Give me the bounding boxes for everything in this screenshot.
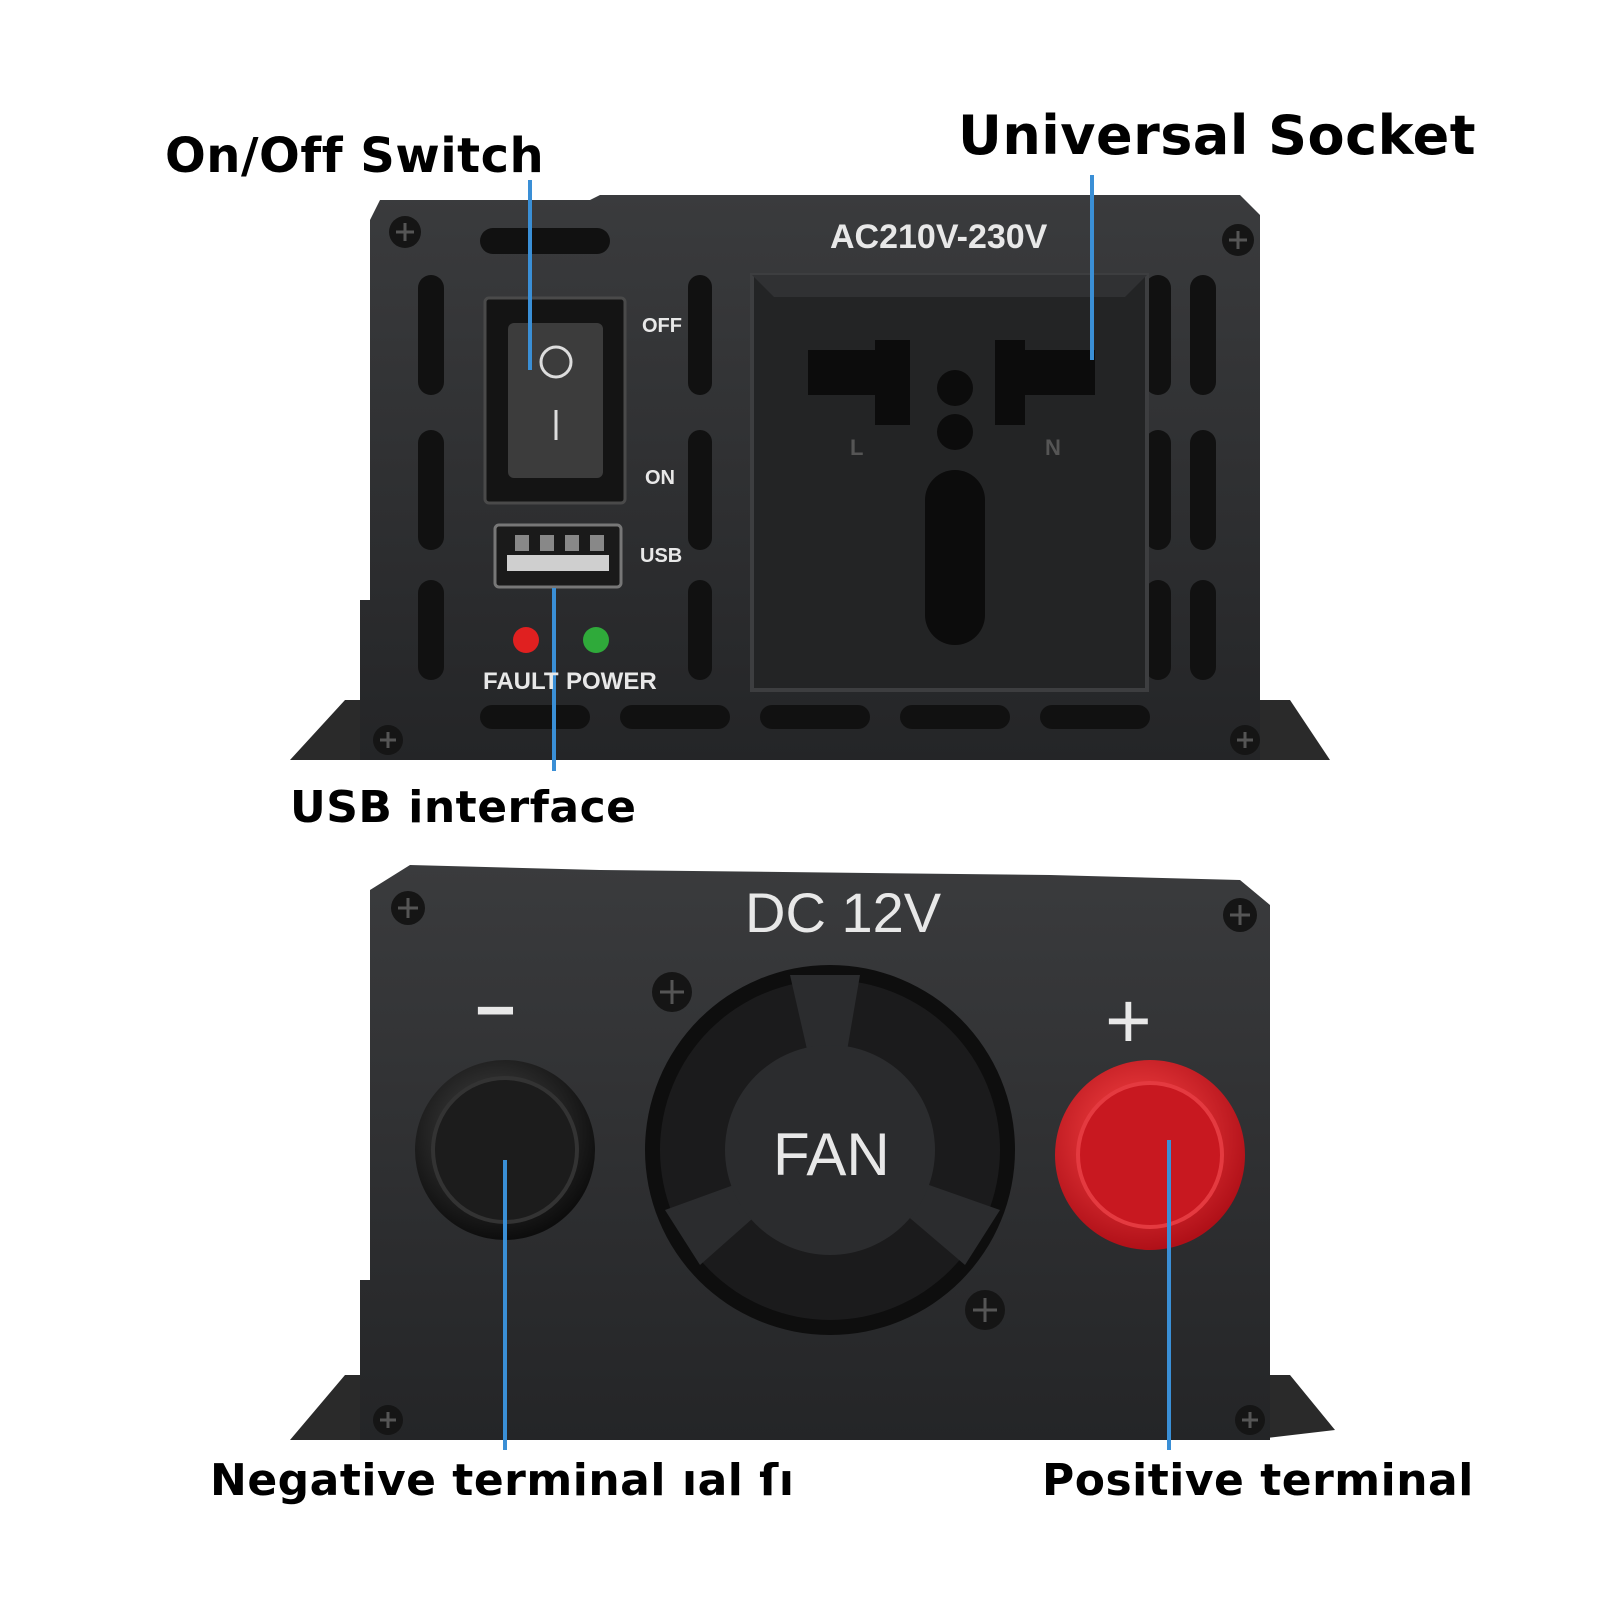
screw-icon	[652, 972, 692, 1012]
ac-voltage-label: AC210V-230V	[830, 218, 1048, 256]
vent-slot	[418, 275, 444, 395]
usb-port[interactable]	[493, 523, 623, 589]
dc-voltage-label: DC 12V	[745, 881, 942, 944]
vent-slot	[1190, 580, 1216, 680]
vent-slot	[688, 275, 712, 395]
universal-socket-caption: Universal Socket	[958, 104, 1477, 167]
rear-right-foot	[1250, 1375, 1335, 1440]
vent-slot	[480, 228, 610, 254]
leader-line	[552, 588, 556, 771]
vent-slot	[1040, 705, 1150, 729]
socket-pin-l-label: L	[850, 435, 864, 460]
positive-terminal-caption: Positive terminal	[1042, 1455, 1474, 1506]
minus-sign: −	[475, 971, 516, 1049]
leader-line	[503, 1160, 507, 1450]
vent-slot	[480, 705, 590, 729]
rocker-switch[interactable]	[483, 296, 627, 505]
screw-icon	[373, 1405, 403, 1435]
universal-socket	[750, 273, 1149, 692]
usb-label: USB	[640, 545, 683, 567]
vent-slot	[760, 705, 870, 729]
power-label: POWER	[566, 668, 657, 695]
usb-interface-caption: USB interface	[290, 782, 637, 833]
screw-icon	[1223, 898, 1257, 932]
negative-terminal[interactable]	[415, 1060, 595, 1240]
screw-icon	[391, 891, 425, 925]
front-panel	[290, 195, 1330, 760]
screw-icon	[1222, 224, 1254, 256]
vent-slot	[1190, 275, 1216, 395]
vent-slot	[1145, 430, 1171, 550]
switch-on-label: ON	[645, 467, 675, 489]
leader-line	[1090, 175, 1094, 360]
vent-slot	[688, 430, 712, 550]
power-led	[583, 627, 609, 653]
vent-slot	[418, 580, 444, 680]
vent-slot	[418, 430, 444, 550]
positive-terminal[interactable]	[1055, 1060, 1245, 1250]
front-right-foot	[1250, 700, 1330, 760]
screw-icon	[1235, 1405, 1265, 1435]
fault-label: FAULT	[483, 668, 559, 695]
fan-label: FAN	[773, 1121, 890, 1188]
fault-led	[513, 627, 539, 653]
rear-left-foot	[290, 1375, 380, 1440]
screw-icon	[1230, 725, 1260, 755]
leader-line	[528, 180, 532, 370]
vent-slot	[620, 705, 730, 729]
negative-terminal-caption-artifact: ıal ſı	[682, 1455, 795, 1506]
rear-panel	[290, 865, 1335, 1440]
leader-line	[1167, 1140, 1171, 1450]
socket-pin-n-label: N	[1045, 435, 1061, 460]
screw-icon	[373, 725, 403, 755]
on-off-switch-caption: On/Off Switch	[165, 128, 545, 184]
front-left-foot	[290, 700, 380, 760]
vent-slot	[900, 705, 1010, 729]
vent-slot	[1190, 430, 1216, 550]
screw-icon	[965, 1290, 1005, 1330]
vent-slot	[1145, 580, 1171, 680]
switch-off-label: OFF	[642, 315, 682, 337]
vent-slot	[688, 580, 712, 680]
screw-icon	[389, 216, 421, 248]
vent-slot	[1145, 275, 1171, 395]
cooling-fan	[645, 965, 1015, 1335]
negative-terminal-caption: Negative terminal	[210, 1455, 666, 1506]
plus-sign: +	[1105, 976, 1152, 1065]
